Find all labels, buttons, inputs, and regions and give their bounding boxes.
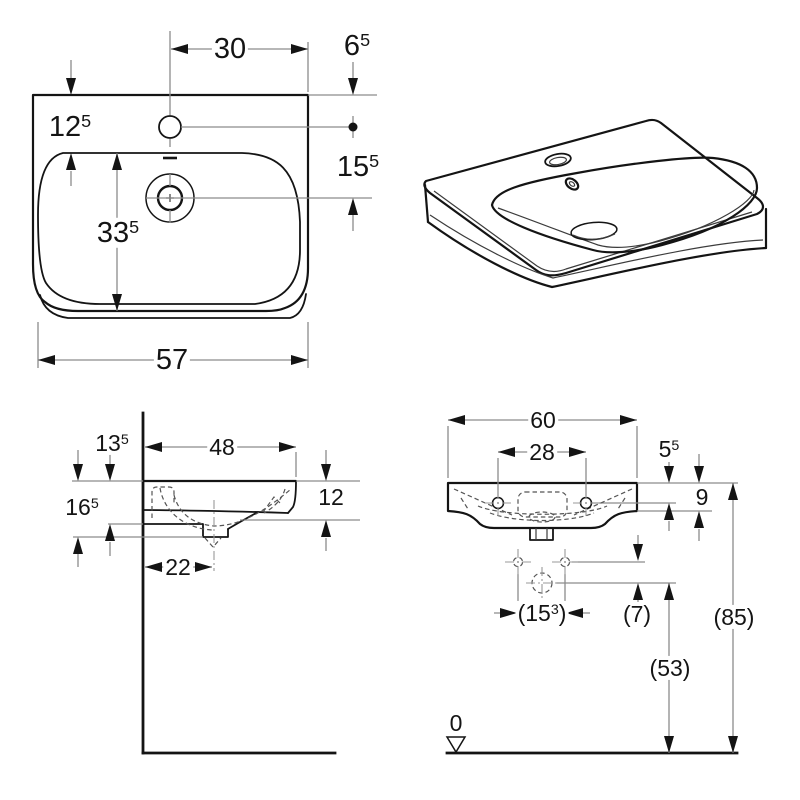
- iso-drain: [570, 221, 618, 241]
- dim-side-drain-offset: 22: [163, 553, 193, 580]
- overflow-channel-hidden: [517, 491, 568, 518]
- iso-top-rim: [423, 118, 765, 277]
- iso-bowl: [490, 156, 759, 254]
- dim-top-tap-to-edge: 30: [211, 32, 249, 65]
- dim-top-edge-offset: 65: [341, 29, 373, 62]
- side-view: [72, 411, 360, 755]
- datum-zero-label: 0: [447, 709, 465, 736]
- dim-front-width: 60: [528, 406, 558, 433]
- dim-front-fixing-holes: 28: [527, 438, 557, 465]
- dim-side-edge-height: 12: [316, 483, 346, 510]
- tap-hole: [158, 115, 182, 139]
- dim-front-valve-spacing: (153): [515, 599, 569, 626]
- dim-top-width: 57: [153, 343, 191, 376]
- datum-symbol: [445, 736, 467, 754]
- top-view: [31, 31, 377, 368]
- dim-dot-terminator: [348, 122, 358, 132]
- front-view: [445, 415, 739, 755]
- dim-front-waste-height: (53): [647, 654, 693, 681]
- bowl-rim: [37, 152, 301, 305]
- dim-side-height-front: 135: [93, 429, 131, 456]
- dim-top-rim-offset: 125: [46, 110, 94, 143]
- iso-overflow: [564, 177, 580, 191]
- dim-top-tap-to-drain: 155: [334, 150, 382, 183]
- dim-front-valve-to-waste: (7): [620, 600, 654, 627]
- dim-front-rim-level: (85): [711, 603, 757, 630]
- basin-outline-front: [446, 481, 639, 530]
- dim-top-bowl-depth: 335: [94, 216, 142, 249]
- dim-side-height-total: 165: [63, 493, 101, 520]
- dim-side-depth: 48: [207, 433, 237, 460]
- dim-front-rim-height: 9: [693, 483, 711, 510]
- iso-tap-hole: [544, 152, 572, 168]
- drain-stub-front: [529, 527, 554, 541]
- iso-bottom-edge: [426, 220, 768, 289]
- basin-outline-top: [31, 93, 310, 313]
- dim-front-hole-depth: 55: [656, 435, 682, 462]
- isometric-view: [423, 118, 768, 289]
